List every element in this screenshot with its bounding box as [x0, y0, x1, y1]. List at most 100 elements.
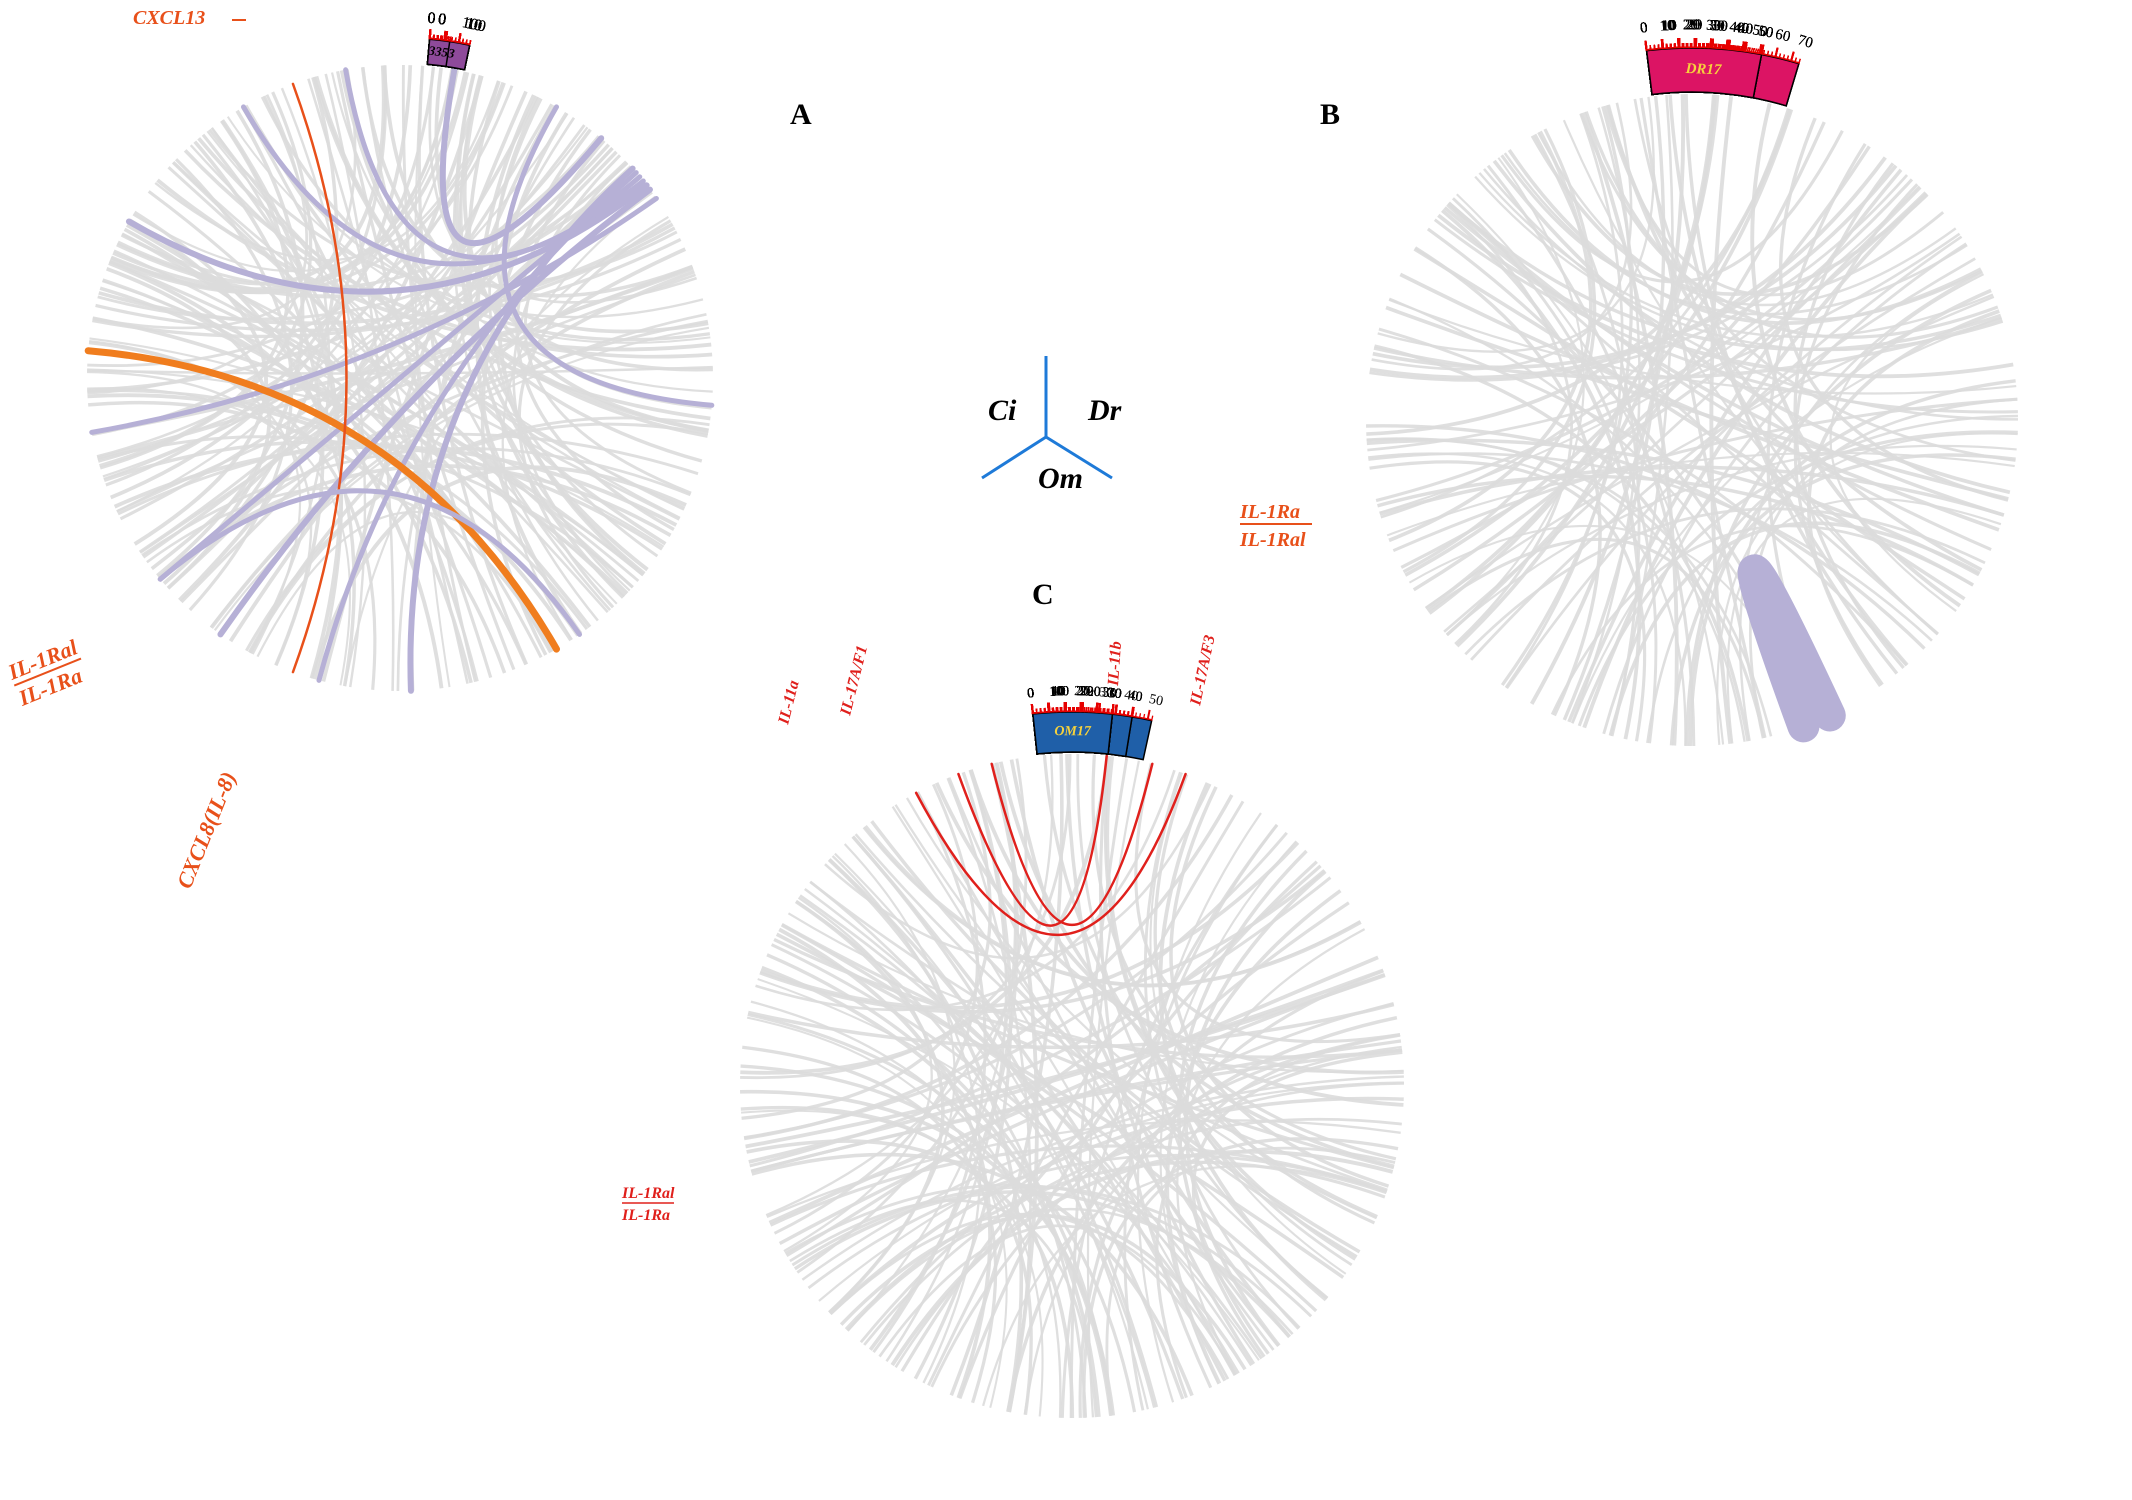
scale-number: 20 — [1683, 17, 1698, 33]
synteny-link-grey — [1428, 94, 1716, 615]
gene-label-il17af1: IL-17A/F1 — [837, 644, 871, 718]
scale-number: 10 — [464, 15, 483, 35]
scale-number: 70 — [1796, 32, 1815, 52]
scale-number: 0 — [437, 11, 447, 29]
gene-label-il17af3: IL-17A/F3 — [1187, 634, 1219, 708]
scale-number: 40 — [1733, 20, 1750, 38]
synteny-link-lavender — [89, 195, 659, 435]
scale-number: 10 — [464, 15, 483, 35]
scale-number: 0 — [1639, 20, 1648, 37]
segment-label: 335 — [427, 43, 450, 60]
scale-number: 0 — [1639, 20, 1648, 37]
scale-number: 60 — [1774, 27, 1792, 46]
synteny-link-grey — [1577, 430, 2018, 727]
scale-baseline — [429, 37, 450, 42]
scale-number: 40 — [1127, 688, 1143, 705]
scale-number: 0 — [437, 11, 447, 29]
scale-number: 10 — [464, 15, 483, 35]
scale-number: 0 — [437, 11, 447, 29]
scale-tick — [1047, 702, 1050, 713]
scale-number: 10 — [1660, 18, 1676, 35]
scale-number: 0 — [437, 11, 447, 29]
scale-number: 30 — [1709, 18, 1725, 35]
segment-label: DR17 — [1684, 61, 1722, 78]
synteny-link-grey — [1505, 235, 1963, 690]
synteny-link-grey — [1447, 201, 2002, 352]
scale-number: 10 — [1660, 18, 1676, 35]
synteny-link-grey — [1399, 272, 2000, 532]
scale-tick — [1742, 41, 1746, 52]
scale-number: 20 — [1685, 17, 1700, 33]
scale-number: 40 — [1729, 19, 1746, 37]
links-c — [740, 753, 1405, 1419]
scale-number: 10 — [1661, 18, 1677, 35]
scale-number: 10 — [1661, 18, 1677, 35]
scale-number: 40 — [1729, 19, 1746, 37]
synteny-link-grey — [1669, 453, 2016, 746]
segment-block — [426, 38, 451, 68]
species-legend: Ci Dr Om — [981, 356, 1122, 495]
scale-number: 0 — [1639, 20, 1648, 37]
synteny-link-lavender — [1737, 554, 1846, 743]
scale-number: 30 — [1706, 18, 1722, 35]
scale-number: 0 — [427, 10, 436, 28]
scale-number: 0 — [427, 10, 436, 28]
scale-number: 0 — [437, 11, 447, 29]
scale-tick — [1111, 704, 1115, 715]
gene-label-il1ra-pair-b: IL-1Ra IL-1Ral — [1239, 501, 1312, 551]
scale-number: 50 — [1757, 23, 1775, 42]
panel-letter-c: C — [1032, 578, 1054, 611]
scale-number: 0 — [437, 11, 447, 29]
scale-number: 10 — [464, 15, 483, 35]
scale-number: 70 — [1796, 32, 1815, 52]
synteny-link-grey — [110, 65, 413, 500]
synteny-link-red — [957, 754, 1108, 927]
synteny-link-orange — [84, 347, 560, 653]
scale-number: 0 — [437, 11, 447, 29]
scale-number: 40 — [1737, 20, 1754, 38]
synteny-link-grey — [98, 222, 674, 326]
synteny-link-grey — [1570, 107, 1641, 724]
scale-number: 50 — [1757, 23, 1775, 42]
synteny-link-grey — [1709, 96, 1734, 744]
gene-label-il1ral-c: IL-1Ral — [621, 1185, 675, 1202]
synteny-link-grey — [1749, 397, 2018, 739]
synteny-link-lavender — [501, 104, 715, 408]
scale-number: 10 — [464, 15, 483, 35]
scale-number: 10 — [1659, 18, 1675, 35]
synteny-link-grey — [1400, 191, 1927, 569]
synteny-link-grey — [280, 87, 367, 688]
scale-number: 0 — [437, 11, 447, 29]
scale-number: 10 — [464, 15, 483, 35]
panel-letter-b: B — [1320, 98, 1340, 131]
scale-number: 0 — [427, 10, 436, 28]
scale-number: 0 — [437, 11, 447, 29]
synteny-link-grey — [226, 116, 711, 344]
scale-number: 0 — [1639, 20, 1648, 37]
legend-label-dr: Dr — [1087, 394, 1122, 427]
scale-number: 50 — [1757, 23, 1775, 42]
scale-number: 20 — [1687, 17, 1702, 33]
synteny-link-grey — [1367, 232, 1961, 452]
scale-number: 30 — [1712, 18, 1728, 35]
synteny-link-grey — [128, 218, 268, 546]
scale-number: 0 — [427, 10, 436, 28]
scale-number: 50 — [1757, 23, 1775, 42]
synteny-link-lavender — [217, 186, 653, 638]
scale-number: 70 — [1796, 32, 1815, 52]
synteny-link-grey — [1500, 106, 1633, 687]
synteny-link-grey — [1492, 159, 2011, 495]
synteny-link-grey — [103, 440, 664, 551]
gene-label-il11a: IL-11a — [775, 679, 802, 727]
scale-number: 0 — [427, 10, 436, 28]
scale-number: 0 — [437, 11, 447, 29]
scale-number: 20 — [1079, 684, 1094, 700]
scale-number: 0 — [437, 11, 447, 29]
scale-number: 0 — [1639, 20, 1648, 37]
scale-number: 30 — [1709, 18, 1725, 35]
scale-number: 10 — [1661, 18, 1677, 35]
scale-number: 0 — [427, 10, 436, 28]
synteny-link-grey — [1639, 97, 1767, 739]
scale-number: 40 — [1737, 20, 1754, 38]
scale-number: 0 — [1639, 20, 1648, 37]
